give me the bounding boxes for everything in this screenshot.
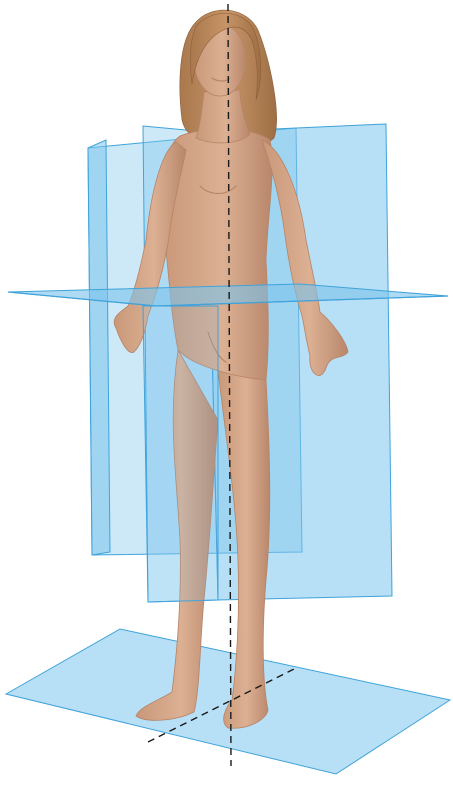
sagittal-plane-overlay (143, 306, 218, 602)
